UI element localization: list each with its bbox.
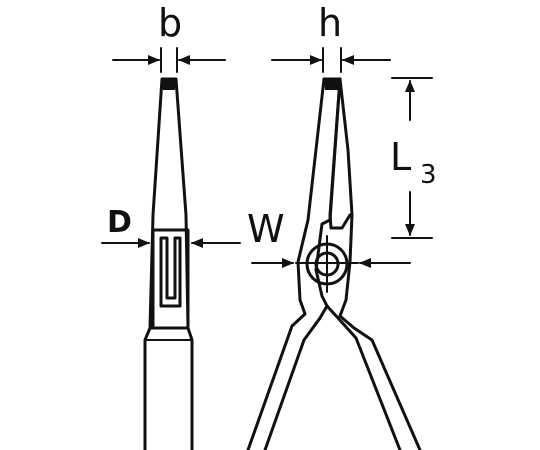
label-d: D [107,205,132,240]
front-view-right-jaw [338,77,422,450]
side-view-jaw-outline [148,77,190,330]
front-view-pliers [246,77,422,450]
side-view-handle [143,326,194,450]
label-w: W [247,207,285,251]
label-l-subscript: 3 [420,160,437,190]
side-view-joint-slot [159,236,182,308]
label-b: b [158,1,182,45]
dimension-h: h [271,1,391,73]
dimension-d: D [101,205,241,248]
dimension-l3: L 3 [390,77,437,239]
side-view-joint-box [151,228,190,330]
label-l: L [390,135,411,179]
dimension-w: W [247,207,411,268]
front-view-left-jaw [263,77,342,450]
dimension-b: b [112,1,226,73]
side-view-pliers [143,77,194,450]
label-h: h [318,1,342,45]
